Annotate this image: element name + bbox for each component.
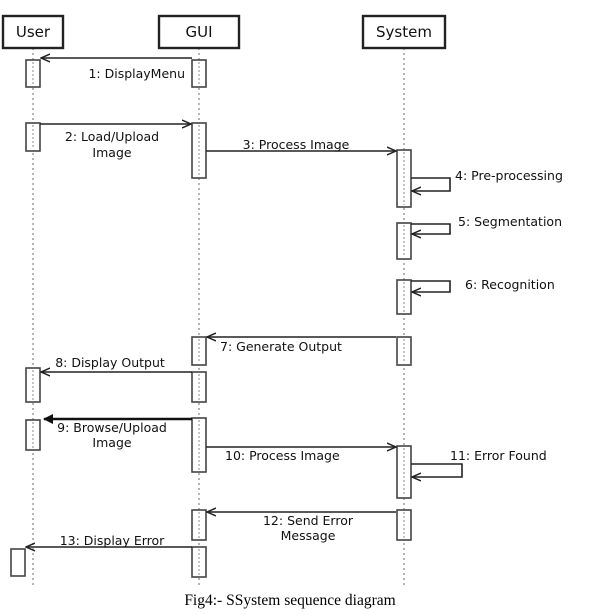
message-2-label-line-1: 2: Load/Upload <box>65 129 159 144</box>
message-1: 1: DisplayMenu <box>41 58 192 81</box>
message-4-arrow <box>411 177 451 191</box>
message-12-label-line-2: Message <box>281 528 336 543</box>
activation-bar <box>396 279 412 315</box>
message-12: 12: Send Error Message <box>207 512 396 543</box>
message-4-label: 4: Pre-processing <box>455 168 563 183</box>
actor-system: System <box>361 14 447 50</box>
activation-details <box>32 62 405 575</box>
activation-bar <box>25 367 41 403</box>
message-2: 2: Load/Upload Image <box>40 124 191 160</box>
actor-user-label: User <box>16 23 51 41</box>
message-9-label-line-1: 9: Browse/Upload <box>57 420 167 435</box>
activation-bar <box>396 149 412 208</box>
message-6: 6: Recognition <box>411 277 555 292</box>
message-13-label: 13: Display Error <box>60 533 165 548</box>
message-7: 7: Generate Output <box>207 337 396 354</box>
actor-system-label: System <box>376 23 432 41</box>
message-5-arrow <box>411 223 451 234</box>
message-5: 5: Segmentation <box>411 214 562 234</box>
message-11-label: 11: Error Found <box>450 448 547 463</box>
message-3: 3: Process Image <box>206 137 396 152</box>
message-8-label: 8: Display Output <box>55 355 165 370</box>
message-8: 8: Display Output <box>41 355 192 372</box>
figure-caption: Fig4:- SSystem sequence diagram <box>184 592 395 609</box>
user-activations <box>10 59 41 577</box>
actor-gui: GUI <box>157 14 241 50</box>
message-11-arrow <box>411 463 463 477</box>
message-5-label: 5: Segmentation <box>458 214 562 229</box>
message-1-label: 1: DisplayMenu <box>88 66 185 81</box>
activation-bar <box>191 59 207 88</box>
actor-gui-label: GUI <box>185 23 212 41</box>
actor-user: User <box>1 14 65 50</box>
message-6-arrow <box>411 280 451 292</box>
activation-bar <box>10 548 26 577</box>
message-4: 4: Pre-processing <box>411 168 563 191</box>
message-10-label: 10: Process Image <box>225 448 340 463</box>
message-6-label: 6: Recognition <box>465 277 555 292</box>
system-activations <box>396 149 412 541</box>
message-11: 11: Error Found <box>411 448 547 477</box>
message-9-label-line-2: Image <box>92 435 131 450</box>
message-9: 9: Browse/Upload Image <box>43 414 192 450</box>
message-10: 10: Process Image <box>206 447 396 463</box>
message-2-label-line-2: Image <box>92 145 131 160</box>
message-12-label-line-1: 12: Send Error <box>263 513 354 528</box>
message-3-label: 3: Process Image <box>243 137 350 152</box>
message-13: 13: Display Error <box>26 533 192 548</box>
gui-activations <box>191 59 207 578</box>
message-7-label: 7: Generate Output <box>220 339 342 354</box>
activation-bar <box>25 59 41 88</box>
